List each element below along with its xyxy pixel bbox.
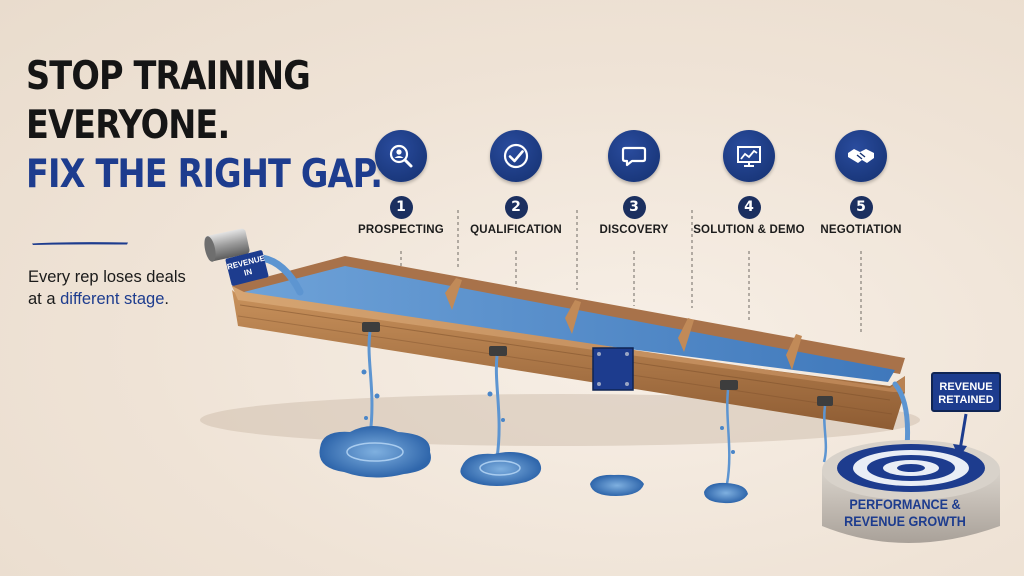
headline-line-1: STOP TRAINING <box>26 54 311 99</box>
revenue-in-line-2: IN <box>243 267 254 278</box>
puddle-1-ripple <box>346 442 404 462</box>
drain-2 <box>489 346 507 356</box>
drop-1c <box>364 416 368 420</box>
puddle-3 <box>590 474 644 496</box>
stage-label-4: SOLUTION & DEMO <box>693 224 805 236</box>
stage-discovery: 3 DISCOVERY <box>569 130 699 236</box>
subtext-line-1: Every rep loses deals <box>28 268 186 286</box>
stage-qualification: 2 QUALIFICATION <box>451 130 581 236</box>
stage-prospecting: 1 PROSPECTING <box>336 130 466 236</box>
wooden-trough <box>232 256 905 430</box>
drop-3a <box>720 426 724 430</box>
drop-1a <box>361 369 367 375</box>
stage-label-5: NEGOTIATION <box>820 224 902 236</box>
headline-line-2: EVERYONE. <box>26 103 230 148</box>
search-person-icon <box>375 130 427 182</box>
puddle-2-ripple <box>479 460 521 476</box>
drop-1b <box>374 393 380 399</box>
pipe-water-stream <box>258 254 304 296</box>
divider-1 <box>445 278 462 310</box>
chat-bubble-icon <box>608 130 660 182</box>
drain-4 <box>817 396 833 406</box>
stage-number-1: 1 <box>389 196 413 219</box>
pipe-body <box>204 228 250 262</box>
drip-stream-2 <box>494 355 501 459</box>
stage-negotiation: 5 NEGOTIATION <box>796 130 926 236</box>
drop-2b <box>501 418 505 422</box>
puddle-2 <box>460 452 542 486</box>
stage-number-2: 2 <box>504 196 528 219</box>
performance-label-line-1: PERFORMANCE & <box>849 496 961 512</box>
stage-solution-demo: 4 SOLUTION & DEMO <box>684 130 814 236</box>
headline: STOP TRAINING EVERYONE. FIX THE RIGHT GA… <box>26 52 383 199</box>
clamp-bolt-1 <box>597 352 601 356</box>
clamp-bolt-3 <box>597 382 601 386</box>
drop-3b <box>731 450 735 454</box>
retained-arrow <box>958 413 968 451</box>
clamp-bolt-4 <box>625 382 629 386</box>
brush-underline <box>32 242 128 245</box>
subtext-period: . <box>164 290 169 308</box>
performance-label: PERFORMANCE & REVENUE GROWTH <box>838 496 973 530</box>
puddles <box>319 426 748 504</box>
headline-line-3: FIX THE RIGHT GAP. <box>26 152 383 197</box>
trough-grain-1 <box>239 304 891 401</box>
stage-label-1: PROSPECTING <box>358 224 444 236</box>
stage-label-3: DISCOVERY <box>599 224 669 236</box>
drip-stream-1 <box>367 331 374 437</box>
clamp-bolt-2 <box>625 352 629 356</box>
subtext-line-2-start: at a <box>28 290 61 308</box>
divider-2 <box>565 300 581 334</box>
leak-drips <box>361 322 911 485</box>
divider-3 <box>678 318 694 352</box>
presentation-screen-icon <box>723 130 775 182</box>
revenue-retained-line-1: REVENUE <box>939 381 993 393</box>
subtext-highlight: different stage <box>60 290 165 308</box>
puddle-4 <box>704 482 748 504</box>
stage-number-4: 4 <box>737 196 761 219</box>
drop-2a <box>487 391 493 397</box>
pipe-mouth <box>204 236 216 262</box>
puddle-1 <box>319 426 431 478</box>
drain-3 <box>720 380 738 390</box>
drip-stream-3 <box>725 389 731 485</box>
revenue-retained-line-2: RETAINED <box>938 394 994 406</box>
divider-4 <box>786 334 802 370</box>
checkmark-icon <box>490 130 542 182</box>
handshake-icon <box>835 130 887 182</box>
target-basin <box>822 440 1000 543</box>
stage-label-2: QUALIFICATION <box>470 224 562 236</box>
inlet-pipe <box>204 228 304 296</box>
stage-number-5: 5 <box>849 196 873 219</box>
trough-rim <box>232 286 905 392</box>
target-bullseye <box>897 464 925 472</box>
trough-grain-2 <box>237 315 893 415</box>
stage-number-3: 3 <box>622 196 646 219</box>
drip-stream-4 <box>822 405 828 463</box>
stage-guide-lines <box>400 210 862 335</box>
drain-1 <box>362 322 380 332</box>
performance-label-line-2: REVENUE GROWTH <box>844 513 966 529</box>
subtext: Every rep loses deals at a different sta… <box>28 266 186 310</box>
revenue-retained-tag: REVENUE RETAINED <box>931 372 1001 412</box>
trough-front-wall <box>232 290 905 430</box>
retained-arrowhead <box>953 444 967 458</box>
